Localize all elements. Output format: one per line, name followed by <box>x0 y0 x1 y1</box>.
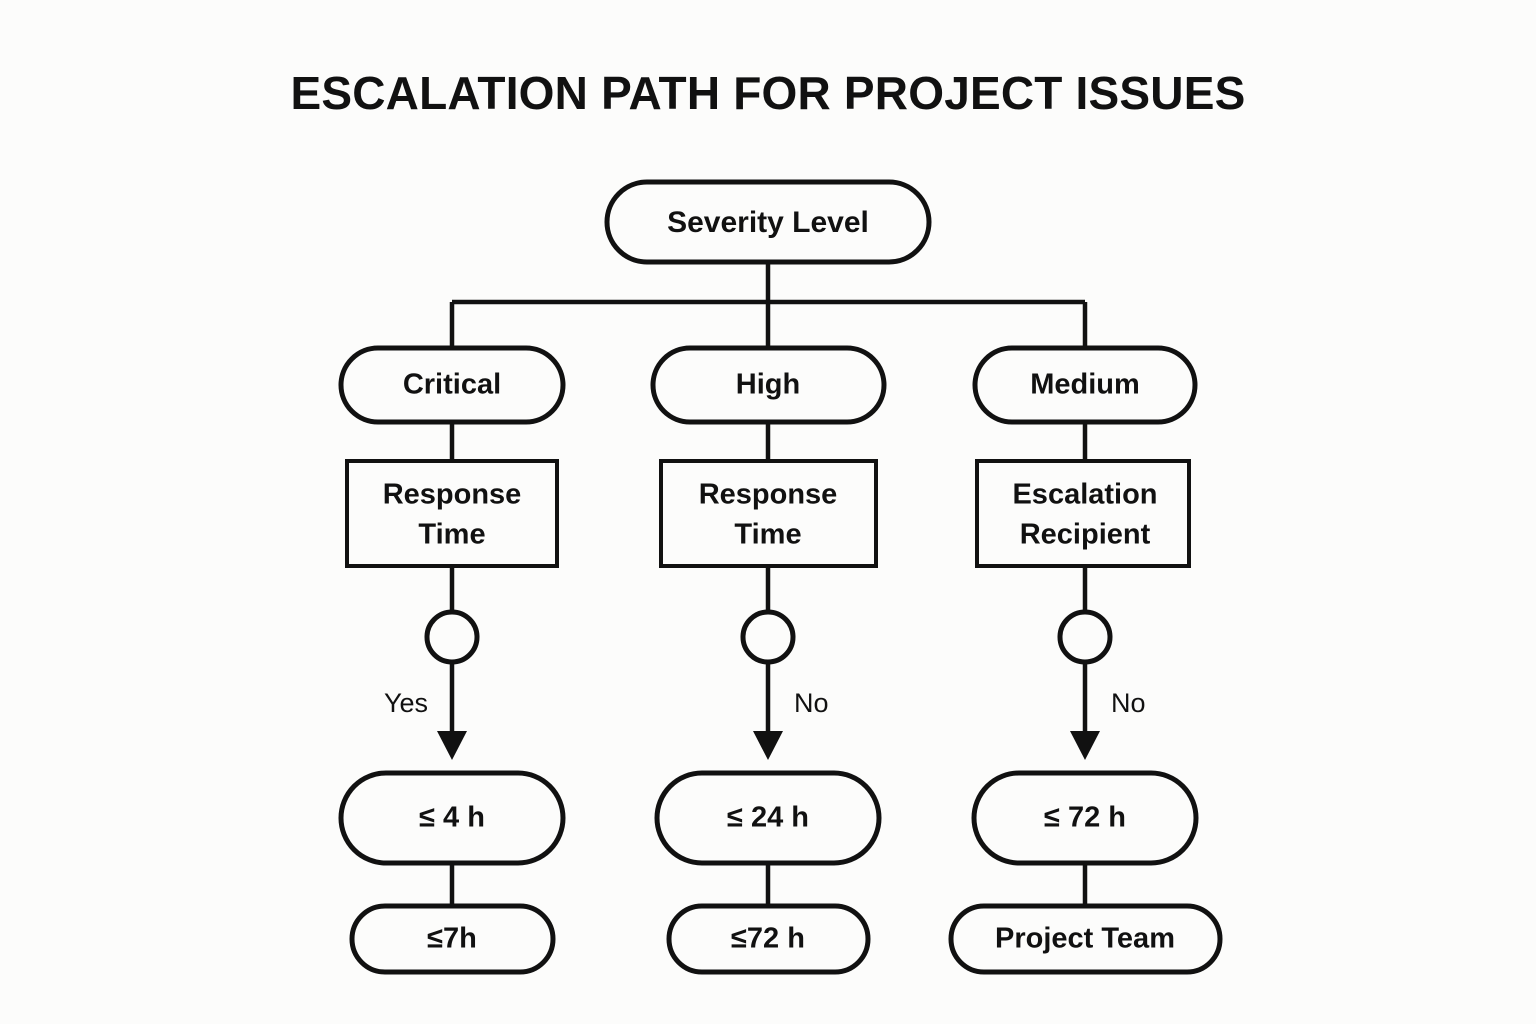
node-followup-medium-shape <box>948 903 1223 975</box>
node-followup-high[interactable]: ≤72 h <box>666 903 871 975</box>
node-criterion-high-shape <box>659 459 878 568</box>
node-result-high[interactable]: ≤ 24 h <box>654 770 882 866</box>
node-result-high-label: ≤ 24 h <box>727 802 809 834</box>
node-severity-high-shape <box>650 345 887 425</box>
arrow-head-1 <box>437 731 467 760</box>
node-followup-critical-label: ≤7h <box>427 923 477 955</box>
node-followup-critical[interactable]: ≤7h <box>349 903 556 975</box>
node-result-medium[interactable]: ≤ 72 h <box>971 770 1199 866</box>
node-criterion-high[interactable]: Response Time <box>659 459 878 568</box>
node-severity-level-label: Severity Level <box>667 206 869 239</box>
node-criterion-medium-label-line1: Escalation <box>1012 479 1157 511</box>
node-criterion-critical[interactable]: Response Time <box>345 459 559 568</box>
edge-label-no-medium: No <box>1111 688 1146 718</box>
node-severity-medium-label: Medium <box>1030 369 1140 401</box>
node-result-critical[interactable]: ≤ 4 h <box>338 770 566 866</box>
node-followup-medium[interactable]: Project Team <box>948 903 1223 975</box>
node-criterion-critical-shape <box>345 459 559 568</box>
arrow-head-2 <box>753 731 783 760</box>
node-followup-medium-label: Project Team <box>995 923 1175 955</box>
node-result-medium-shape <box>971 770 1199 866</box>
node-criterion-critical-label-line2: Time <box>418 519 485 551</box>
node-severity-critical-label: Critical <box>403 369 501 401</box>
node-severity-critical[interactable]: Critical <box>338 345 566 425</box>
node-criterion-high-label-line1: Response <box>699 479 838 511</box>
node-severity-critical-shape <box>338 345 566 425</box>
node-criterion-high-label-line2: Time <box>734 519 801 551</box>
node-result-critical-shape <box>338 770 566 866</box>
connector-group <box>437 262 1100 906</box>
node-result-high-shape <box>654 770 882 866</box>
node-result-medium-label: ≤ 72 h <box>1044 802 1126 834</box>
decision-circle-1[interactable] <box>424 609 480 665</box>
node-severity-high-label: High <box>736 369 800 401</box>
arrow-head-3 <box>1070 731 1100 760</box>
node-criterion-medium-shape <box>975 459 1191 568</box>
node-criterion-medium-label-line2: Recipient <box>1020 519 1151 551</box>
node-criterion-critical-label-line1: Response <box>383 479 522 511</box>
node-severity-medium[interactable]: Medium <box>972 345 1198 425</box>
node-severity-medium-shape <box>972 345 1198 425</box>
node-severity-high[interactable]: High <box>650 345 887 425</box>
node-criterion-medium[interactable]: Escalation Recipient <box>975 459 1191 568</box>
edge-label-no-high: No <box>794 688 829 718</box>
node-result-critical-label: ≤ 4 h <box>419 802 485 834</box>
node-followup-high-shape <box>666 903 871 975</box>
node-severity-level[interactable]: Severity Level <box>604 179 932 265</box>
decision-circle-3[interactable] <box>1057 609 1113 665</box>
decision-circle-2[interactable] <box>740 609 796 665</box>
page-title: ESCALATION PATH FOR PROJECT ISSUES <box>290 67 1246 119</box>
node-followup-high-label: ≤72 h <box>731 923 805 955</box>
node-followup-critical-shape <box>349 903 556 975</box>
edge-label-yes-critical: Yes <box>384 688 428 718</box>
node-severity-level-shape <box>604 179 932 265</box>
